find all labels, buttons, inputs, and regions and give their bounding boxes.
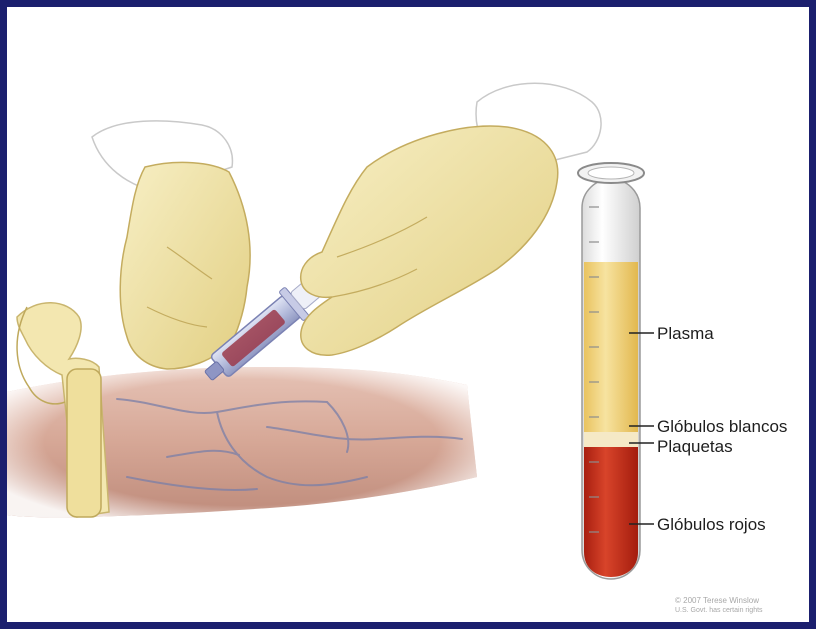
label-red-cells: Glóbulos rojos xyxy=(657,516,766,533)
left-gloved-hand xyxy=(92,121,250,369)
right-gloved-hand xyxy=(301,83,601,355)
blood-draw-illustration xyxy=(7,7,816,629)
test-tube xyxy=(578,163,644,579)
label-platelets: Plaquetas xyxy=(657,438,733,455)
copyright-rights: U.S. Govt. has certain rights xyxy=(675,607,763,614)
copyright-credit: © 2007 Terese Winslow xyxy=(675,597,759,605)
label-plasma: Plasma xyxy=(657,325,714,342)
label-white-cells: Glóbulos blancos xyxy=(657,418,787,435)
